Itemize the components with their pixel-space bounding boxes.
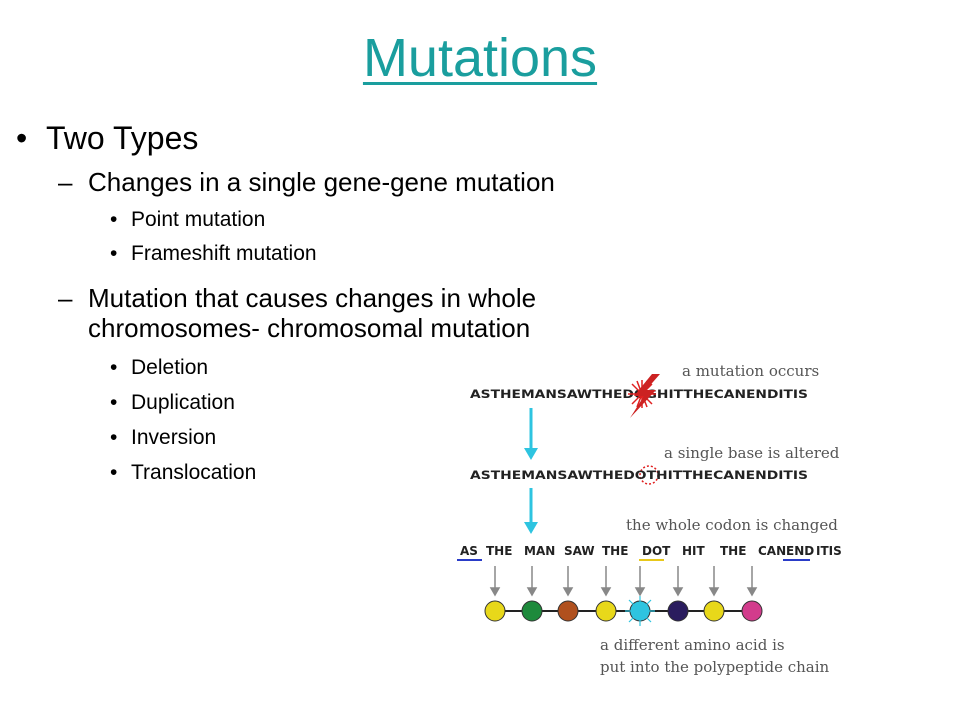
bullet-marker: • bbox=[110, 426, 118, 449]
codon-label: THE bbox=[720, 544, 746, 558]
item-duplication: Duplication bbox=[131, 391, 235, 414]
changed-amino-burst-icon bbox=[625, 596, 655, 626]
item-point-mutation: Point mutation bbox=[131, 208, 266, 231]
bullet-marker: • bbox=[110, 208, 118, 231]
arrowhead-icon bbox=[746, 587, 758, 597]
label-single-base: a single base is altered bbox=[664, 444, 840, 462]
bullet-marker: • bbox=[110, 461, 118, 484]
label-amino-line1: a different amino acid is bbox=[600, 636, 785, 654]
arrowhead-icon bbox=[634, 587, 646, 597]
codon-label: END bbox=[786, 544, 814, 558]
bullet-marker: • bbox=[16, 120, 28, 156]
codon-label: HIT bbox=[682, 544, 706, 558]
arrowhead-icon bbox=[526, 587, 538, 597]
bullet-marker: • bbox=[110, 356, 118, 379]
amino-acid-bead bbox=[595, 600, 617, 622]
codon-label: AS bbox=[460, 544, 478, 558]
amino-acid-bead bbox=[703, 600, 725, 622]
item-inversion: Inversion bbox=[131, 426, 217, 449]
codon-label: DOT bbox=[642, 544, 671, 558]
bullet-marker: • bbox=[110, 391, 118, 414]
codon-label: THE bbox=[486, 544, 512, 558]
label-amino-line2: put into the polypeptide chain bbox=[600, 658, 830, 676]
label-mutation-occurs: a mutation occurs bbox=[682, 362, 819, 380]
label-codon-changed: the whole codon is changed bbox=[626, 516, 838, 534]
altered-base-marker bbox=[639, 465, 659, 485]
arrowhead-icon bbox=[562, 587, 574, 597]
amino-acid-bead bbox=[741, 600, 763, 622]
amino-acid-bead bbox=[557, 600, 579, 622]
item-translocation: Translocation bbox=[131, 461, 257, 484]
codon-label: ITIS bbox=[816, 544, 842, 558]
amino-acid-bead bbox=[521, 600, 543, 622]
item-deletion: Deletion bbox=[131, 356, 209, 379]
codon-label: THE bbox=[602, 544, 628, 558]
down-arrow-icon bbox=[524, 408, 538, 460]
mutation-diagram-svg: a mutation occurs a single base is alter… bbox=[457, 362, 842, 676]
dash-marker: – bbox=[58, 283, 73, 313]
bullet-marker: • bbox=[110, 242, 118, 265]
subbullet-gene-mutation: Changes in a single gene-gene mutation bbox=[88, 167, 555, 197]
arrowhead-icon bbox=[489, 587, 501, 597]
amino-acid-bead bbox=[667, 600, 689, 622]
dash-marker: – bbox=[58, 167, 73, 197]
page-title: Mutations bbox=[362, 28, 598, 88]
codon-label: MAN bbox=[524, 544, 555, 558]
sequence-altered: ASTHEMANSAWTHEDOTHITTHECANENDITIS bbox=[470, 468, 808, 482]
amino-acid-bead bbox=[484, 600, 506, 622]
arrowhead-icon bbox=[672, 587, 684, 597]
lightning-icon bbox=[630, 374, 660, 418]
arrowhead-icon bbox=[600, 587, 612, 597]
item-frameshift-mutation: Frameshift mutation bbox=[131, 242, 317, 265]
arrowhead-icon bbox=[708, 587, 720, 597]
bullet-two-types: Two Types bbox=[46, 120, 199, 156]
codon-label: CAN bbox=[758, 544, 786, 558]
mutation-diagram: a mutation occurs a single base is alter… bbox=[420, 338, 880, 698]
subbullet-chromosomal-line1: Mutation that causes changes in whole bbox=[88, 283, 537, 313]
codon-label: SAW bbox=[564, 544, 595, 558]
down-arrow-icon bbox=[524, 488, 538, 534]
